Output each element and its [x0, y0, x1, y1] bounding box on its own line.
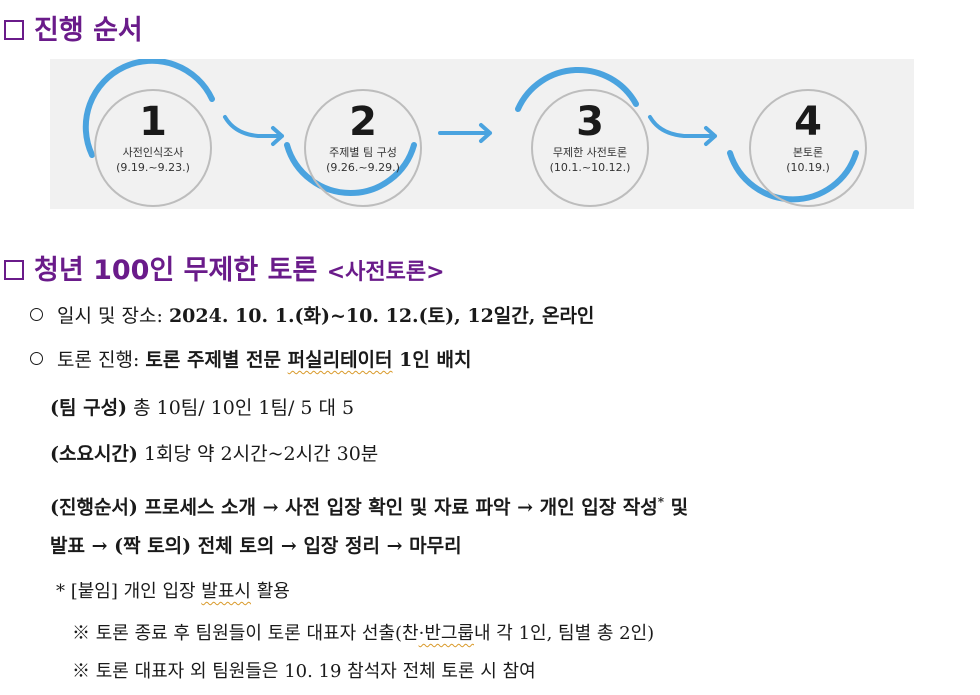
step-label: 사전인식조사 [122, 146, 184, 159]
process-step-3: 3 무제한 사전토론 (10.1.~10.12.) [524, 101, 656, 175]
process-step-2: 2 주제별 팀 구성 (9.26.~9.29.) [297, 101, 429, 175]
detail-remark-1: ※ 토론 종료 후 팀원들이 토론 대표자 선출(찬·반그룹내 각 1인, 팀별… [72, 621, 654, 647]
remark1-b: ·반그룹 [418, 623, 474, 644]
process-steps-banner: 1 사전인식조사 (9.19.~9.23.) 2 주제별 팀 구성 (9.26.… [50, 59, 914, 209]
detail-note: * [붙임] 개인 입장 발표시 활용 [56, 579, 290, 605]
progress-value-c: 1인 배치 [392, 349, 472, 371]
step-2-ring [304, 89, 422, 207]
step-4-ring [749, 89, 867, 207]
section-heading-event: 청년 100인 무제한 토론 <사전토론> [4, 248, 445, 287]
progress-label: 토론 진행: [57, 349, 140, 371]
step-dates: (10.19.) [786, 161, 830, 174]
order-star: * [657, 495, 665, 509]
detail-order-line1: (진행순서) 프로세스 소개 → 사전 입장 확인 및 자료 파악 → 개인 입… [50, 489, 688, 520]
step-label: 무제한 사전토론 [552, 146, 628, 159]
checkbox-square-icon [4, 260, 24, 280]
order-line2-text: 발표 → (짝 토의) 전체 토의 → 입장 정리 → 마무리 [50, 535, 462, 557]
detail-team: (팀 구성) 총 10팀/ 10인 1팀/ 5 대 5 [50, 395, 354, 421]
time-value: 1회당 약 2시간~2시간 30분 [137, 443, 379, 465]
step-dates: (10.1.~10.12.) [549, 161, 631, 174]
process-step-4: 4 본토론 (10.19.) [742, 101, 874, 175]
time-label: (소요시간) [50, 443, 138, 465]
progress-value-b: 퍼실리테이터 [287, 349, 393, 371]
detail-time: (소요시간) 1회당 약 2시간~2시간 30분 [50, 441, 378, 467]
step-label: 본토론 [792, 146, 824, 159]
circle-bullet-icon [30, 308, 43, 321]
detail-schedule: 일시 및 장소: 2024. 10. 1.(화)~10. 12.(토), 12일… [30, 303, 594, 329]
remark2: ※ 토론 대표자 외 팀원들은 10. 19 참석자 전체 토론 시 참여 [72, 661, 536, 682]
detail-remark-2: ※ 토론 대표자 외 팀원들은 10. 19 참석자 전체 토론 시 참여 [72, 659, 536, 685]
process-arcs-graphic [82, 59, 867, 207]
note-c: 활용 [250, 581, 290, 602]
step-number: 4 [794, 99, 822, 145]
arrow-2-icon [438, 123, 492, 143]
order-line1-end: 및 [664, 496, 689, 519]
order-line1-text: (진행순서) 프로세스 소개 → 사전 입장 확인 및 자료 파악 → 개인 입… [50, 496, 658, 519]
step-3-ring [531, 89, 649, 207]
process-step-1: 1 사전인식조사 (9.19.~9.23.) [87, 101, 219, 175]
step-number: 2 [349, 99, 377, 145]
step-label: 주제별 팀 구성 [329, 146, 397, 159]
step-4-arc [727, 150, 859, 203]
step-number: 3 [576, 99, 604, 145]
progress-value-a: 토론 주제별 전문 [145, 349, 288, 371]
section-heading-event-text: 청년 100인 무제한 토론 [34, 255, 318, 286]
note-b: 발표시 [201, 581, 251, 602]
circle-bullet-icon [30, 352, 43, 365]
step-number: 1 [139, 99, 167, 145]
remark1-a: ※ 토론 종료 후 팀원들이 토론 대표자 선출(찬 [72, 623, 419, 644]
note-a: * [붙임] 개인 입장 [56, 581, 202, 602]
team-label: (팀 구성) [50, 397, 128, 419]
team-value: 총 10팀/ 10인 1팀/ 5 대 5 [127, 397, 355, 419]
section-heading-process: 진행 순서 [4, 8, 143, 47]
detail-order-line2: 발표 → (짝 토의) 전체 토의 → 입장 정리 → 마무리 [50, 533, 462, 559]
arrow-3-icon [648, 115, 717, 146]
remark1-c: 내 각 1인, 팀별 총 2인) [474, 623, 655, 644]
checkbox-square-icon [4, 20, 24, 40]
schedule-label: 일시 및 장소: [57, 305, 163, 327]
step-1-ring [94, 89, 212, 207]
step-1-arc [82, 59, 215, 158]
arrow-1-icon [223, 115, 284, 146]
section-heading-process-text: 진행 순서 [34, 15, 143, 46]
step-3-arc [515, 67, 639, 112]
step-dates: (9.19.~9.23.) [116, 161, 190, 174]
detail-progress: 토론 진행: 토론 주제별 전문 퍼실리테이터 1인 배치 [30, 347, 471, 373]
schedule-value: 2024. 10. 1.(화)~10. 12.(토), 12일간, 온라인 [168, 305, 595, 327]
step-dates: (9.26.~9.29.) [326, 161, 400, 174]
step-2-arc [284, 142, 417, 197]
section-heading-event-subtitle: <사전토론> [326, 260, 445, 285]
